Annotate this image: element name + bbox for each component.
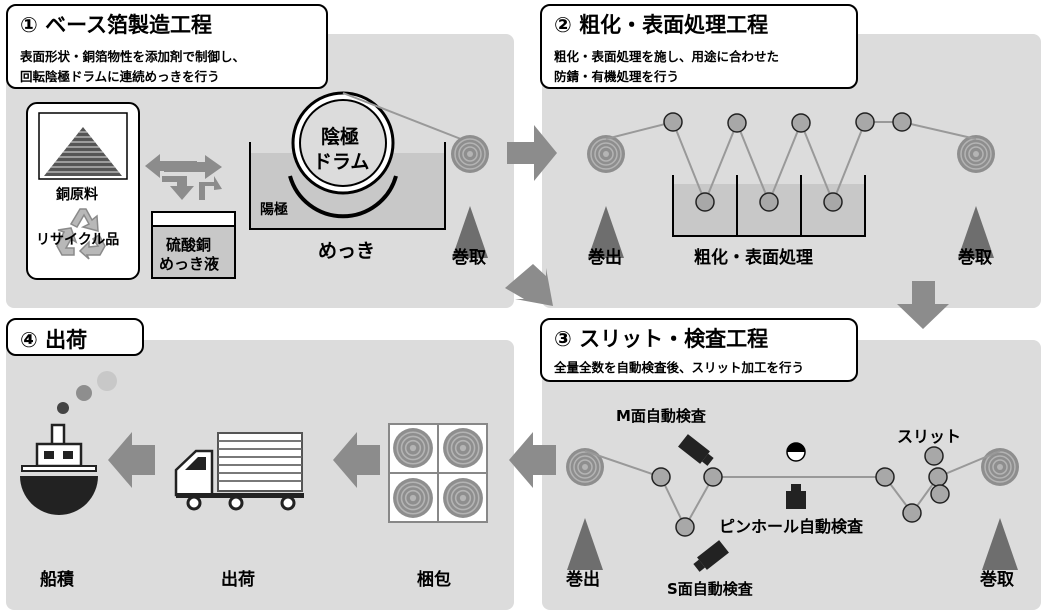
flow-arrows-small: [145, 154, 222, 200]
pinhole-sensor-icon: [786, 484, 806, 509]
solution-label-line2: めっき液: [159, 255, 220, 273]
truck-icon: [174, 432, 304, 511]
unwind-roll-3: [565, 447, 605, 487]
unwind-stand-3: [567, 518, 603, 570]
anode-label: 陽極: [260, 202, 288, 218]
solution-label-line1: 硫酸銅: [166, 236, 212, 254]
copper-material-label: 銅原料: [56, 187, 98, 203]
cathode-drum: [291, 91, 395, 195]
foil-line-1: [342, 92, 467, 142]
ship-label: 船積: [40, 570, 74, 590]
s-inspection-label: S面自動検査: [667, 580, 753, 598]
arrow-packing-to-truck: [333, 432, 380, 488]
step2-title-box: ② 粗化・表面処理工程 粗化・表面処理を施し、用途に合わせた 防錆・有機処理を行…: [540, 4, 858, 89]
packing-label: 梱包: [417, 570, 451, 590]
pinhole-light-icon: [786, 442, 806, 462]
arrow-step1-to-step2: [507, 125, 557, 181]
step2-description-line2: 防錆・有機処理を行う: [554, 69, 680, 84]
arrow-truck-to-ship: [108, 432, 155, 488]
winding-roll-1: [450, 134, 490, 174]
winding-label-3: 巻取: [980, 570, 1014, 590]
step4-title-box: ④ 出荷: [6, 318, 144, 356]
unwind-label-2: 巻出: [588, 248, 622, 268]
arrow-step1-to-step3: [505, 264, 553, 306]
packing-icon: [388, 423, 488, 523]
slit-label: スリット: [897, 427, 962, 446]
step1-title: ① ベース箔製造工程: [20, 13, 213, 37]
step3-description-line1: 全量全数を自動検査後、スリット加工を行う: [554, 360, 805, 375]
plating-label: めっき: [318, 240, 376, 262]
panel-step3: [542, 340, 1041, 610]
step1-title-box: ① ベース箔製造工程 表面形状・銅箔物性を添加剤で制御し、 回転陰極ドラムに連続…: [6, 4, 328, 89]
recycle-icon: [56, 208, 106, 260]
ship-icon: [20, 371, 117, 515]
anode: [288, 175, 398, 219]
unwind-label-3: 巻出: [566, 570, 600, 590]
recycle-label: リサイクル品: [36, 232, 120, 248]
process-label-2: 粗化・表面処理: [694, 248, 813, 268]
winding-stand-3: [982, 518, 1018, 570]
pinhole-inspection-label: ピンホール自動検査: [719, 517, 864, 536]
step3-title: ③ スリット・検査工程: [554, 327, 769, 351]
step1-description-line1: 表面形状・銅箔物性を添加剤で制御し、: [20, 49, 246, 64]
winding-label-2: 巻取: [958, 248, 992, 268]
step1-description-line2: 回転陰極ドラムに連続めっきを行う: [20, 69, 220, 84]
winding-label-1: 巻取: [452, 248, 486, 268]
foil-path-2: [605, 120, 977, 205]
shipping-label: 出荷: [221, 570, 255, 590]
s-camera-icon: [693, 540, 729, 572]
drum-label-line2: ドラム: [313, 151, 370, 173]
arrow-step3-to-packing: [509, 432, 556, 488]
step3-title-box: ③ スリット・検査工程 全量全数を自動検査後、スリット加工を行う: [540, 318, 858, 382]
drum-label-line1: 陰極: [321, 126, 360, 148]
arrow-step2-to-step3: [897, 281, 949, 329]
m-inspection-label: M面自動検査: [616, 407, 706, 425]
m-camera-icon: [678, 434, 714, 466]
step2-title: ② 粗化・表面処理工程: [554, 13, 769, 37]
step4-title: ④ 出荷: [20, 328, 88, 352]
copper-ingot-icon: [44, 127, 122, 176]
winding-roll-3: [980, 447, 1020, 487]
step2-description-line1: 粗化・表面処理を施し、用途に合わせた: [554, 49, 780, 64]
winding-roll-2: [956, 134, 996, 174]
unwind-roll-2: [586, 134, 626, 174]
